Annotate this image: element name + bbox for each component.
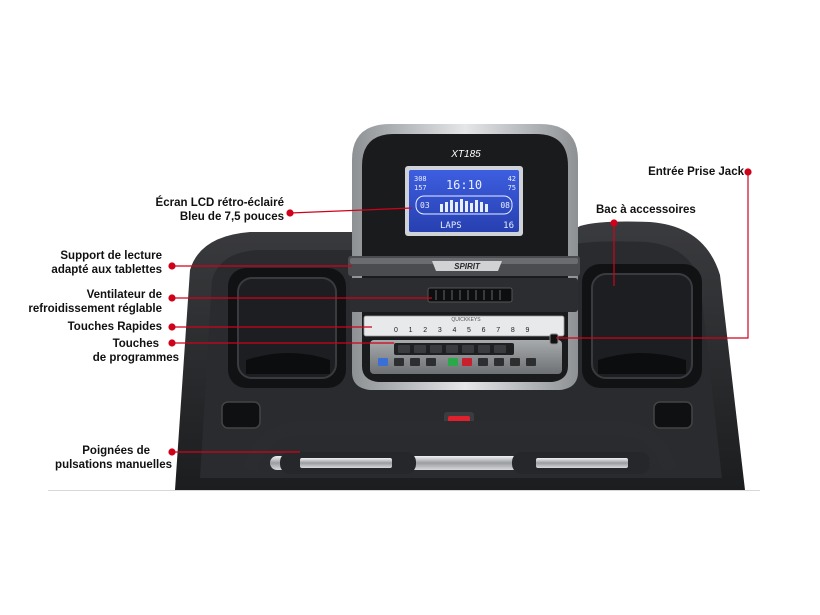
lcd-ring-left: 03 [420,201,430,210]
stop-key[interactable] [462,358,472,366]
quick-key-1[interactable]: 1 [409,327,413,334]
quick-key-6[interactable]: 6 [482,327,486,334]
lcd-callout-line2: Bleu de 7,5 pouces [179,211,284,223]
lcd-right-top: 42 [508,175,516,183]
quick-key-5[interactable]: 5 [467,327,471,334]
brand-plate: SPIRIT [432,261,502,271]
fan-callout-line2: refroidissement réglable [28,303,162,315]
programs-callout-line2: de programmes [92,352,179,364]
lcd-screen: 308 157 16:10 42 75 03 08 LAPS 16 [405,166,523,236]
quick-keys-callout: Touches Rapides [68,320,162,334]
pulse-callout-line1: Poignées de [82,445,150,457]
tablet-callout-line1: Support de lecture [60,250,162,262]
lcd-time: 16:10 [446,178,482,192]
fan-callout: Ventilateur de refroidissement réglable [28,288,162,316]
quickkeys-title: QUICKKEYS [451,317,481,323]
right-accessory-tray [582,264,702,388]
quick-keys-callout-line1: Touches Rapides [67,321,162,333]
model-name: XT185 [450,149,481,160]
lcd-left-top: 308 [414,175,427,183]
audio-jack[interactable] [549,333,559,345]
left-accessory-tray [228,268,346,388]
tray-callout: Bac à accessoires [596,203,696,217]
tray-callout-line1: Bac à accessoires [596,204,696,216]
quick-keys: 0 1 2 3 4 5 6 7 8 9 [394,327,529,334]
lcd-bottom-value: 16 [503,221,514,231]
quick-key-2[interactable]: 2 [423,327,427,334]
jack-callout: Entrée Prise Jack [648,165,744,179]
program-keys-panel [370,340,562,374]
fan-key[interactable] [378,358,388,366]
fan-panel [350,278,578,312]
lcd-bottom-word: LAPS [440,221,462,231]
tablet-callout: Support de lecture adapté aux tablettes [51,249,162,277]
jack-callout-line1: Entrée Prise Jack [648,166,744,178]
quick-keys-strip [363,315,565,337]
lcd-callout: Écran LCD rétro-éclairé Bleu de 7,5 pouc… [156,196,284,224]
tablet-callout-line2: adapté aux tablettes [51,264,162,276]
lcd-ring-right: 08 [500,201,510,210]
quick-key-7[interactable]: 7 [496,327,500,334]
programs-callout: Touches de programmes [93,337,179,365]
lcd-left-bottom: 157 [414,184,427,192]
lcd-right-bottom: 75 [508,184,516,192]
pulse-handlebar [243,421,677,474]
start-key[interactable] [448,358,458,366]
left-side-pad [221,401,261,429]
brand-name: SPIRIT [454,262,481,271]
quick-key-9[interactable]: 9 [525,327,529,334]
ground-line [48,490,760,491]
fan-callout-line1: Ventilateur de [86,289,162,301]
quick-key-4[interactable]: 4 [452,327,456,334]
quick-key-8[interactable]: 8 [511,327,515,334]
lcd-callout-line1: Écran LCD rétro-éclairé [155,197,284,209]
right-side-pad [653,401,693,429]
quick-key-3[interactable]: 3 [438,327,442,334]
pulse-callout: Poignées de pulsations manuelles [55,444,172,472]
pulse-callout-line2: pulsations manuelles [55,459,172,471]
programs-callout-line1: Touches [112,338,159,350]
quick-key-0[interactable]: 0 [394,327,398,334]
callout-lines [168,168,752,456]
